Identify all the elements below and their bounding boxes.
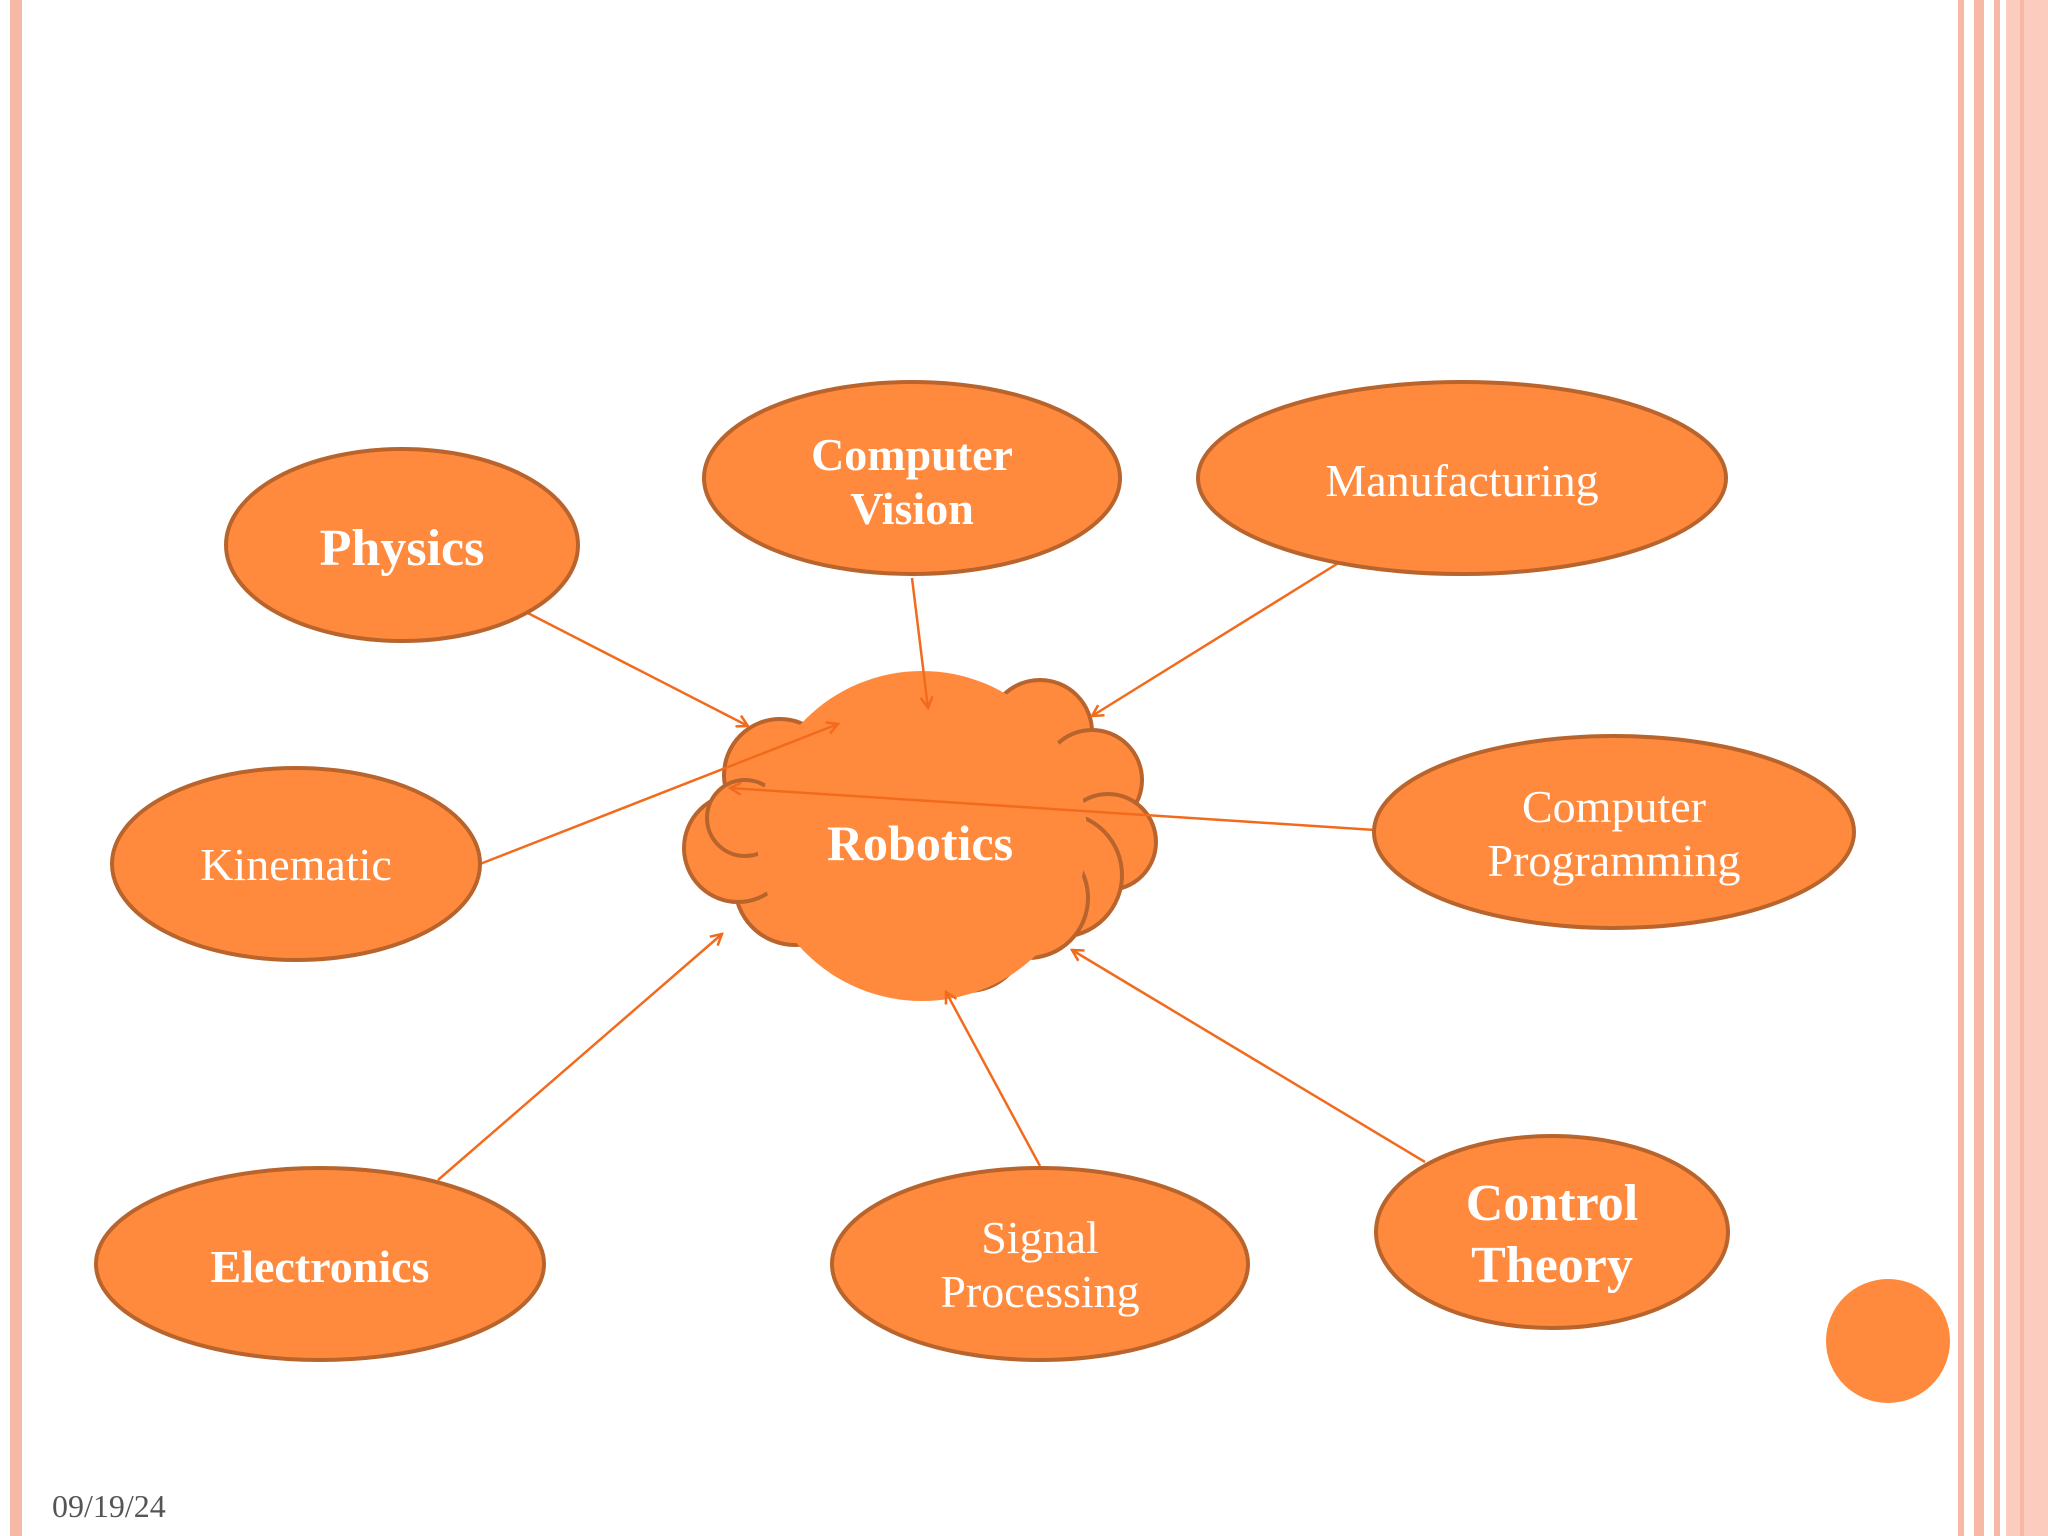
right-border-stripe-2 (1974, 0, 1984, 1536)
node-signal-processing: Signal Processing (830, 1166, 1250, 1362)
node-manufacturing: Manufacturing (1196, 380, 1728, 576)
node-label: Processing (940, 1266, 1139, 1317)
arrow-manufacturing (1092, 560, 1341, 716)
right-border-stripe-3 (1994, 0, 2000, 1536)
right-border-stripe-4 (2006, 0, 2048, 1536)
node-label: Signal (981, 1212, 1099, 1263)
arrow-kinematic (479, 724, 838, 866)
arrow-signal-processing (946, 992, 1042, 1167)
node-computer-vision: Computer Vision (702, 380, 1122, 576)
arrow-computer-programming (730, 788, 1376, 832)
arrow-control-theory (1072, 950, 1426, 1164)
node-label: Programming (1488, 835, 1741, 886)
arrow-physics (517, 606, 748, 726)
node-kinematic: Kinematic (110, 766, 482, 962)
right-border-stripe-5 (2020, 0, 2024, 1536)
node-label: Computer (811, 429, 1013, 480)
arrow-computer-vision (910, 577, 928, 708)
center-label: Robotics (827, 815, 1013, 871)
node-label: Theory (1471, 1237, 1633, 1294)
arrow-electronics (437, 934, 722, 1181)
node-physics: Physics (224, 447, 580, 643)
node-control-theory: Control Theory (1374, 1134, 1730, 1330)
node-label: Manufacturing (1325, 455, 1598, 506)
node-label: Control (1466, 1175, 1638, 1232)
node-computer-programming: Computer Programming (1372, 734, 1856, 930)
node-label: Electronics (211, 1241, 430, 1292)
node-label: Computer (1522, 781, 1706, 832)
right-border-stripe-1 (1958, 0, 1964, 1536)
slide-date: 09/19/24 (52, 1488, 166, 1524)
arrows (437, 560, 1426, 1181)
decorative-dot (1826, 1279, 1950, 1403)
node-label: Physics (320, 520, 485, 577)
node-electronics: Electronics (94, 1166, 546, 1362)
left-border-stripe (10, 0, 22, 1536)
node-label: Vision (850, 483, 974, 534)
node-label: Kinematic (200, 839, 392, 890)
